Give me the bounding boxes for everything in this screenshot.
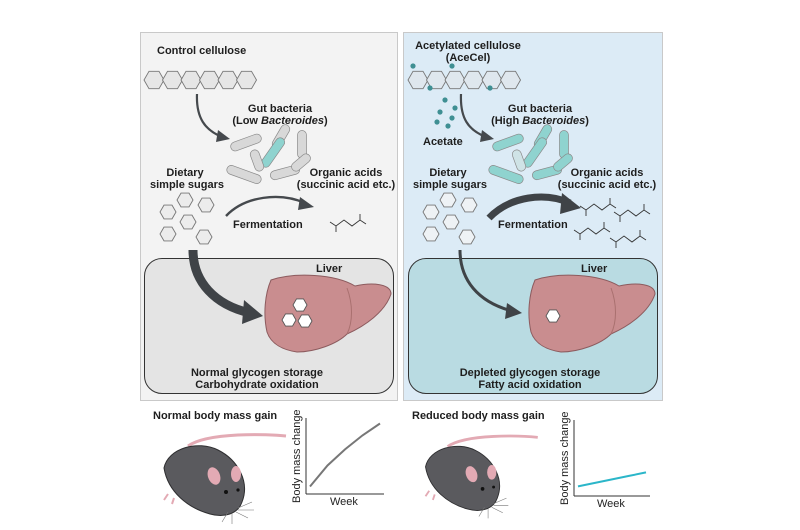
control-mass-title: Normal body mass gain bbox=[153, 410, 278, 422]
bacterium bbox=[249, 149, 265, 172]
organic-acid-molecule bbox=[573, 222, 611, 240]
control-title: Control cellulose bbox=[157, 45, 247, 57]
acecel-outcome: Depleted glycogen storage Fatty acid oxi… bbox=[459, 367, 601, 391]
bacterium bbox=[291, 153, 311, 172]
sugar-molecule bbox=[458, 229, 476, 245]
acecel-liver-label: Liver bbox=[581, 263, 608, 275]
acetate-dot bbox=[452, 105, 458, 111]
sugar-molecule bbox=[159, 204, 177, 220]
glycogen-unit bbox=[545, 309, 561, 323]
acecel-acids-label: Organic acids (succinic acid etc.) bbox=[557, 167, 657, 191]
cellulose-unit bbox=[444, 70, 466, 90]
bacterium bbox=[488, 165, 524, 184]
control-fermentation-label: Fermentation bbox=[233, 219, 303, 231]
cellulose-unit bbox=[499, 70, 522, 90]
sugar-molecule bbox=[422, 204, 440, 220]
control-bacteria-label: Gut bacteria (Low Bacteroides) bbox=[232, 103, 328, 127]
sugar-molecule bbox=[197, 197, 215, 213]
acecel-fermentation-label: Fermentation bbox=[498, 219, 568, 231]
cellulose-unit bbox=[143, 70, 165, 90]
bacterium bbox=[511, 149, 527, 172]
sugar-molecule bbox=[422, 226, 440, 242]
sugar-molecule bbox=[460, 197, 478, 213]
cellulose-unit bbox=[481, 70, 503, 90]
organic-acid-molecule bbox=[609, 230, 647, 248]
acecel-y-label: Body mass change bbox=[559, 411, 571, 505]
cellulose-unit bbox=[180, 70, 202, 90]
acetate-dot bbox=[449, 63, 455, 69]
control-x-label: Week bbox=[330, 496, 358, 508]
acecel-title: Acetylated cellulose (AceCel) bbox=[415, 40, 521, 64]
bacterium bbox=[553, 153, 573, 172]
bacterium bbox=[230, 133, 262, 152]
cellulose-unit bbox=[462, 70, 485, 90]
sugar-molecule bbox=[439, 192, 457, 208]
sugar-molecule bbox=[195, 229, 213, 245]
acetate-dot bbox=[427, 85, 433, 91]
organic-acid-molecule bbox=[613, 204, 651, 222]
acetate-dot bbox=[445, 123, 451, 129]
glycogen-unit bbox=[292, 298, 308, 312]
control-sugars-label: Dietary simple sugars bbox=[150, 167, 224, 191]
cellulose-unit bbox=[425, 70, 448, 90]
acecel-mass-title: Reduced body mass gain bbox=[412, 410, 545, 422]
bacterium bbox=[226, 165, 262, 184]
cellulose-unit bbox=[235, 70, 258, 90]
sugar-molecule bbox=[179, 214, 197, 230]
control-liver-label: Liver bbox=[316, 263, 343, 275]
sugar-molecule bbox=[159, 226, 177, 242]
acetate-dot bbox=[487, 85, 493, 91]
acetate-dot bbox=[410, 63, 416, 69]
acetate-dot bbox=[442, 97, 448, 103]
cellulose-unit bbox=[161, 70, 184, 90]
acetate-dot bbox=[449, 115, 455, 121]
organic-acid-molecule bbox=[329, 214, 367, 232]
acecel-x-label: Week bbox=[597, 498, 625, 510]
sugar-molecule bbox=[442, 214, 460, 230]
cellulose-unit bbox=[217, 70, 239, 90]
control-mass-curve bbox=[309, 422, 381, 488]
bacterium bbox=[492, 133, 524, 152]
organic-acid-molecule bbox=[579, 198, 617, 216]
cellulose-unit bbox=[407, 70, 429, 90]
glycogen-unit bbox=[297, 314, 313, 328]
cellulose-unit bbox=[198, 70, 221, 90]
acecel-sugars-label: Dietary simple sugars bbox=[413, 167, 487, 191]
acetate-label: Acetate bbox=[423, 136, 463, 148]
control-acids-label: Organic acids (succinic acid etc.) bbox=[296, 167, 396, 191]
acetate-dot bbox=[437, 109, 443, 115]
control-outcome: Normal glycogen storage Carbohydrate oxi… bbox=[190, 367, 324, 391]
acecel-bacteria-label: Gut bacteria (High Bacteroides) bbox=[491, 103, 589, 127]
glycogen-unit bbox=[281, 313, 297, 327]
acetate-dot bbox=[434, 119, 440, 125]
sugar-molecule bbox=[176, 192, 194, 208]
acecel-mass-curve bbox=[577, 471, 647, 488]
